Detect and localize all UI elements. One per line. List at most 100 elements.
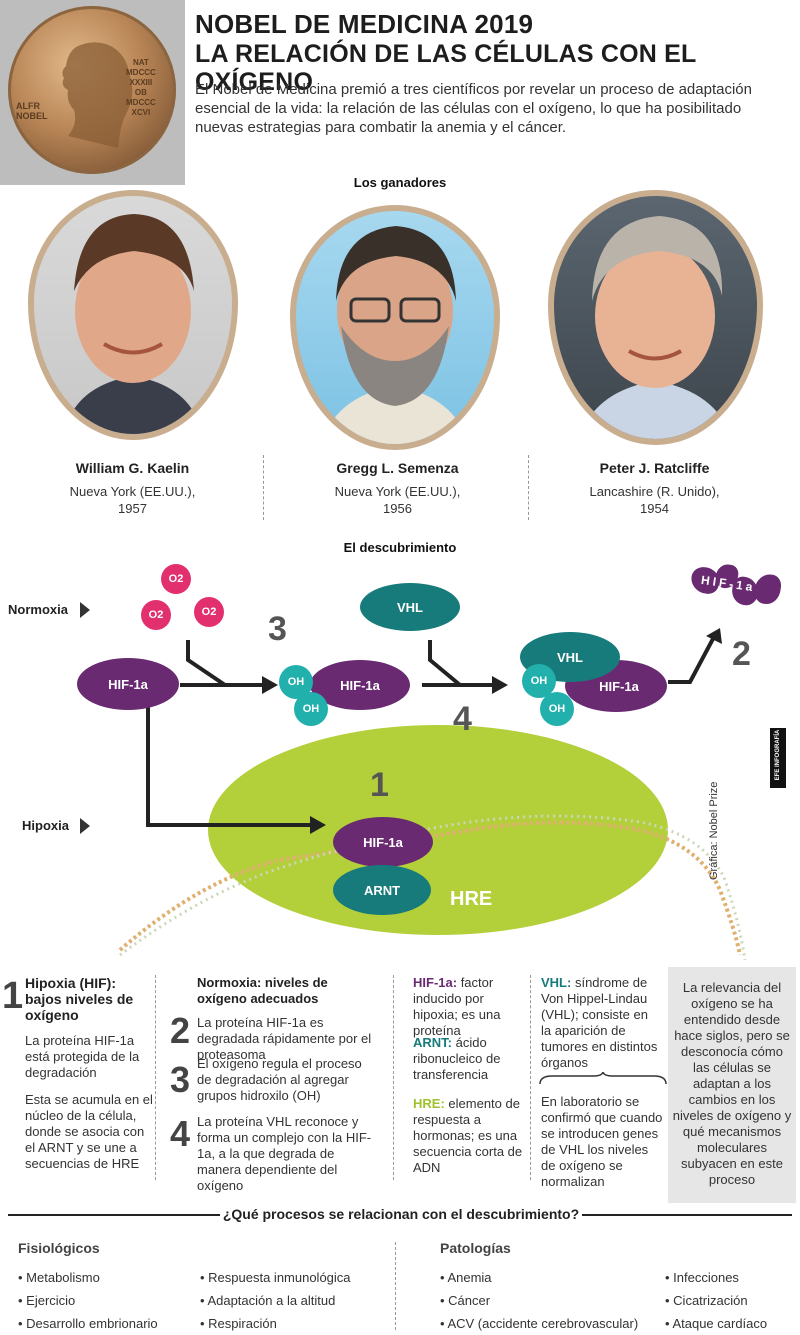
arrow-vhl [428, 640, 462, 687]
normoxia-label: Normoxia [8, 602, 68, 617]
explain-num-3: 3 [170, 1059, 191, 1100]
term-definition: síndrome de Von Hippel-Lindau (VHL); con… [541, 975, 658, 1070]
agency-label: EFE INFOGRAFÍA [775, 729, 781, 781]
patologias-col2: • Infecciones • Cicatrización • Ataque c… [665, 1266, 767, 1335]
explain-c1-title: Hipoxia (HIF): bajos niveles de oxígeno [25, 975, 134, 1023]
agency-logo: EFE INFOGRAFÍA [770, 728, 786, 788]
winner-name: Peter J. Ratcliffe [599, 460, 710, 476]
medal-inscription-left: ALFR NOBEL [16, 101, 48, 121]
winner-place: Nueva York (EE.UU.), [69, 484, 196, 499]
nobel-medal-image: ALFR NOBEL NAT MDCCC XXXIII OB MDCCC XCV… [8, 6, 176, 174]
explain-c2-item-4: La proteína VHL reconoce y forma un comp… [197, 1114, 372, 1193]
processes-rule-left [8, 1214, 220, 1216]
o2-molecule: O2 [141, 600, 171, 630]
o2-molecule: O2 [194, 597, 224, 627]
term-label: HIF-1a: [413, 975, 458, 990]
page-title-line1: NOBEL DE MEDICINA 2019 [195, 9, 534, 39]
dna-strand-1 [118, 820, 742, 956]
winner-divider-2 [528, 455, 529, 520]
list-item: • Cáncer [440, 1293, 491, 1308]
explain-c1-p1: La proteína HIF-1a está protegida de la … [25, 1033, 140, 1080]
list-item: • ACV (accidente cerebrovascular) [440, 1316, 639, 1331]
list-item: • Respiración [200, 1316, 277, 1331]
explain-c1-p2: Esta se acumula en el núcleo de la célul… [25, 1092, 153, 1171]
list-item: • Ejercicio [18, 1293, 76, 1308]
explain-divider-3 [530, 975, 531, 1180]
term-label: VHL: [541, 975, 572, 990]
winner-year: 1954 [640, 501, 669, 516]
winner-divider-1 [263, 455, 264, 520]
explain-num-1: 1 [2, 975, 24, 1017]
arrow-degradation [668, 634, 717, 684]
oh-group: OH [294, 692, 328, 726]
nucleus-shape [208, 725, 668, 935]
term-definition: ácido ribonucleico de transferencia [413, 1035, 501, 1082]
winner-semenza: Gregg L. Semenza Nueva York (EE.UU.), 19… [305, 460, 490, 517]
explain-divider-1 [155, 975, 156, 1180]
step-number-1: 1 [370, 766, 389, 804]
relevance-box [668, 967, 796, 1203]
o2-molecule: O2 [161, 564, 191, 594]
fisiologicos-title: Fisiológicos [18, 1240, 100, 1256]
step-number-2: 2 [732, 635, 751, 673]
brace-icon [539, 1072, 667, 1085]
diagram-arrows [80, 602, 747, 961]
term-label: HRE: [413, 1096, 445, 1111]
winner-name: Gregg L. Semenza [336, 460, 459, 476]
explain-num-4: 4 [170, 1113, 191, 1154]
hif-protein: HIF-1a [333, 817, 433, 867]
explain-c2-title: Normoxia: niveles de oxígeno adecuados [197, 975, 328, 1006]
explain-term-vhl: VHL: síndrome de Von Hippel-Lindau (VHL)… [541, 975, 661, 1071]
arnt-protein: ARNT [333, 865, 431, 915]
explain-vhl-note: En laboratorio se confirmó que cuando se… [541, 1094, 663, 1189]
oh-group: OH [540, 692, 574, 726]
winner-year: 1956 [383, 501, 412, 516]
term-definition: elemento de respuesta a hormonas; es una… [413, 1096, 523, 1175]
page-title-line2: LA RELACIÓN DE LAS CÉLULAS CON EL OXÍGEN… [195, 40, 697, 96]
hipoxia-marker [80, 818, 90, 834]
explain-divider-2 [393, 975, 394, 1180]
graphic-credit: Gráfica: Nobel Prize [708, 781, 720, 880]
hre-label: HRE [450, 888, 493, 910]
explain-c2-item-2: La proteína HIF-1a es degradada rápidame… [197, 1015, 372, 1062]
list-item: • Adaptación a la altitud [200, 1293, 336, 1308]
list-item: • Anemia [440, 1270, 492, 1285]
winner-kaelin: William G. Kaelin Nueva York (EE.UU.), 1… [40, 460, 225, 517]
term-definition: factor inducido por hipoxia; es una prot… [413, 975, 501, 1038]
explain-term-arnt: ARNT: ácido ribonucleico de transferenci… [413, 1035, 523, 1083]
arrow-hipoxia [146, 700, 310, 827]
hif-protein: HIF-1a [77, 658, 179, 710]
term-label: ARNT: [413, 1035, 452, 1050]
normoxia-marker [80, 602, 90, 618]
portrait-ratcliffe [548, 190, 763, 445]
step-number-4: 4 [453, 700, 472, 738]
step-number-3: 3 [268, 610, 287, 648]
list-item: • Cicatrización [665, 1293, 748, 1308]
processes-question: ¿Qué procesos se relacionan con el descu… [222, 1206, 580, 1222]
medal-inscription-right: NAT MDCCC XXXIII OB MDCCC XCVI [126, 58, 156, 117]
list-item: • Infecciones [665, 1270, 739, 1285]
winner-place: Lancashire (R. Unido), [589, 484, 720, 499]
winner-name: William G. Kaelin [75, 460, 190, 476]
portrait-semenza [290, 205, 500, 450]
list-item: • Respuesta inmunológica [200, 1270, 351, 1285]
hipoxia-label: Hipoxia [22, 818, 69, 833]
processes-divider [395, 1242, 396, 1330]
list-item: • Desarrollo embrionario [18, 1316, 158, 1331]
intro-paragraph: El Nobel de Medicina premió a tres cient… [195, 81, 752, 136]
vhl-protein: VHL [360, 583, 460, 631]
fisiologicos-col2: • Respuesta inmunológica • Adaptación a … [200, 1266, 351, 1335]
discovery-heading: El descubrimiento [343, 540, 457, 555]
fisiologicos-col1: • Metabolismo • Ejercicio • Desarrollo e… [18, 1266, 158, 1335]
explain-term-hre: HRE: elemento de respuesta a hormonas; e… [413, 1096, 525, 1176]
list-item: • Ataque cardíaco [665, 1316, 768, 1331]
arrow-o2 [186, 640, 227, 687]
winner-year: 1957 [118, 501, 147, 516]
relevance-text: La relevancia del oxígeno se ha entendid… [672, 980, 792, 1187]
explain-num-2: 2 [170, 1010, 191, 1051]
winner-place: Nueva York (EE.UU.), [334, 484, 461, 499]
explain-c2-item-3: El oxígeno regula el proceso de degradac… [197, 1056, 362, 1103]
patologias-col1: • Anemia • Cáncer • ACV (accidente cereb… [440, 1266, 638, 1335]
patologias-title: Patologías [440, 1240, 511, 1256]
list-item: • Metabolismo [18, 1270, 100, 1285]
